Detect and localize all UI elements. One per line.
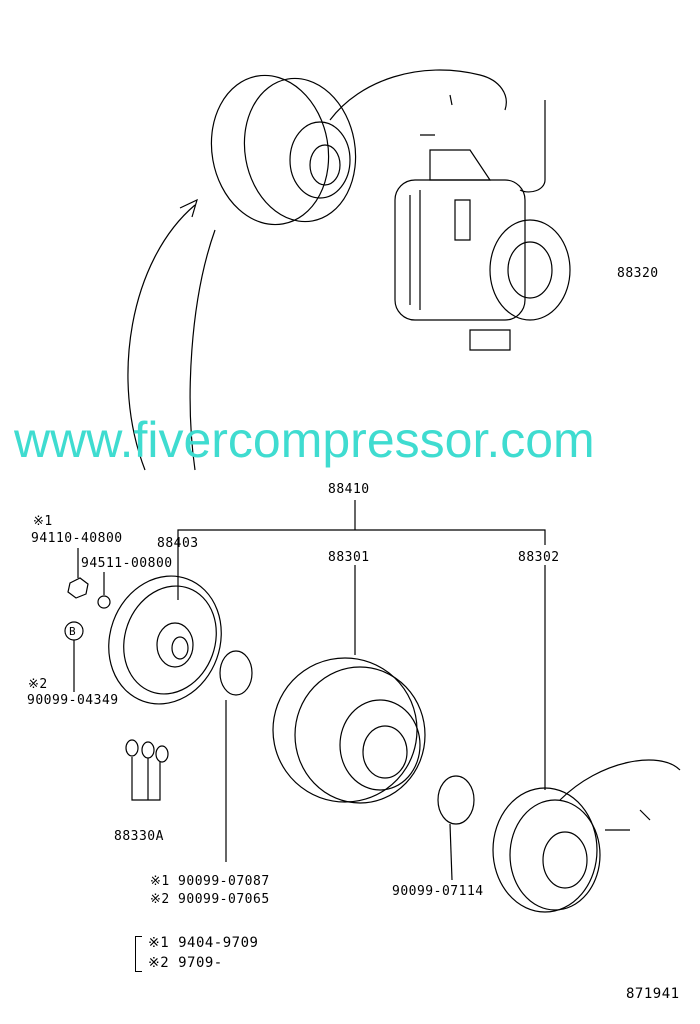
label-pulley: 88301 <box>328 550 370 565</box>
watermark: www.fivercompressor.com <box>14 412 595 468</box>
assembled-clutch-illustration <box>210 69 546 226</box>
label-nut: 94110-40800 <box>31 531 123 546</box>
label-washer: 94511-00800 <box>81 556 173 571</box>
assembly-arrow <box>127 204 196 471</box>
label-bolt-callout: B <box>69 625 77 638</box>
label-snap-ring-1: ※1 90099-07087 <box>150 874 270 889</box>
compressor-illustration <box>394 149 571 351</box>
label-stator: 88302 <box>518 550 560 565</box>
label-bolt: 90099-04349 <box>27 693 119 708</box>
diagram-id: 871941 <box>626 986 680 1002</box>
stator-snap-ring-illustration <box>437 775 475 825</box>
label-compressor: 88320 <box>617 266 659 281</box>
pulley-illustration <box>272 657 426 804</box>
label-bolt-mark: ※2 <box>28 677 48 692</box>
shims-illustration <box>125 739 169 801</box>
snap-ring-illustration <box>219 650 253 862</box>
nut-illustration <box>67 577 89 599</box>
assembly-bracket-line <box>177 500 546 545</box>
label-nut-mark: ※1 <box>33 514 53 529</box>
washer-illustration <box>97 595 111 609</box>
stator-illustration <box>492 759 681 913</box>
label-snap-ring-2: ※2 90099-07065 <box>150 892 270 907</box>
legend-bracket <box>135 936 142 972</box>
legend-2: ※2 9709- <box>148 955 223 971</box>
pressure-plate-illustration <box>108 575 222 705</box>
legend-1: ※1 9404-9709 <box>148 935 259 951</box>
label-snap-ring-stator: 90099-07114 <box>392 884 484 899</box>
label-shims: 88330A <box>114 829 164 844</box>
label-assembly: 88410 <box>328 482 370 497</box>
label-pressure-plate: 88403 <box>157 536 199 551</box>
